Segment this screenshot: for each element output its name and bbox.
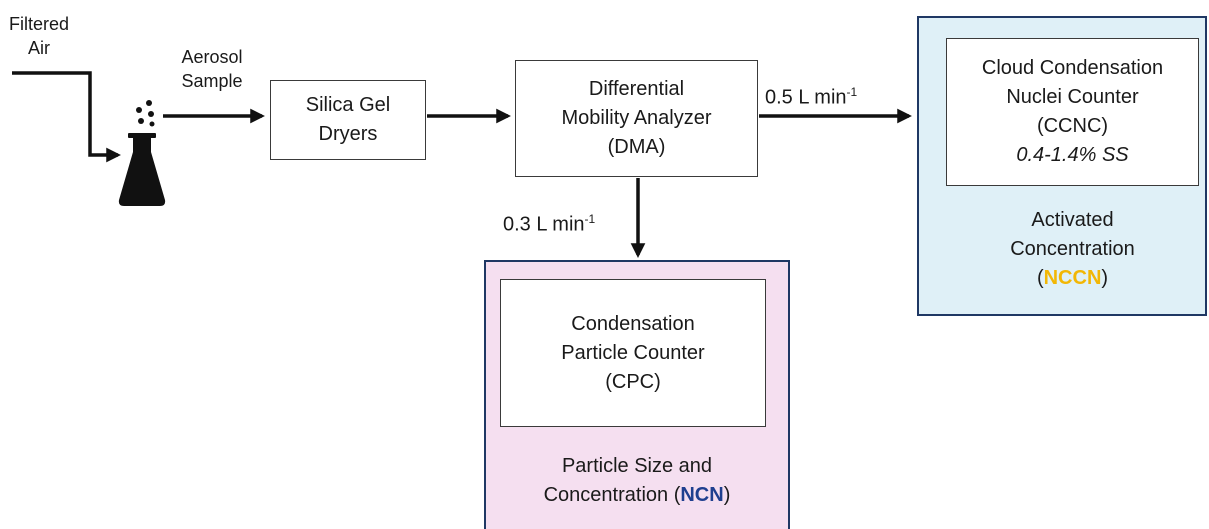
filtered-air-label: Filtered Air: [8, 14, 70, 58]
cpc-flow-rate-label: 0.3 L min-1: [503, 212, 596, 236]
filtered-air-arrow: [12, 71, 121, 163]
ccnc-output-label: Activated Concentration (NCCN): [1010, 209, 1135, 289]
ccnc-box: Cloud Condensation Nuclei Counter (CCNC)…: [946, 38, 1199, 186]
cpc-box: Condensation Particle Counter (CPC): [500, 279, 766, 427]
supersaturation-range: 0.4-1.4% SS: [1016, 144, 1129, 166]
silica-gel-dryers-box: Silica Gel Dryers: [270, 80, 426, 160]
flask-icon: [118, 100, 166, 206]
ncn-symbol: NCN: [680, 484, 724, 506]
dma-box: Differential Mobility Analyzer (DMA): [515, 60, 758, 177]
ccnc-flow-rate-label: 0.5 L min-1: [765, 85, 858, 109]
nccn-symbol: NCCN: [1043, 267, 1102, 289]
aerosol-sample-label: Aerosol Sample: [181, 47, 243, 91]
cpc-output-label: Particle Size and Concentration (NCN): [543, 455, 731, 506]
